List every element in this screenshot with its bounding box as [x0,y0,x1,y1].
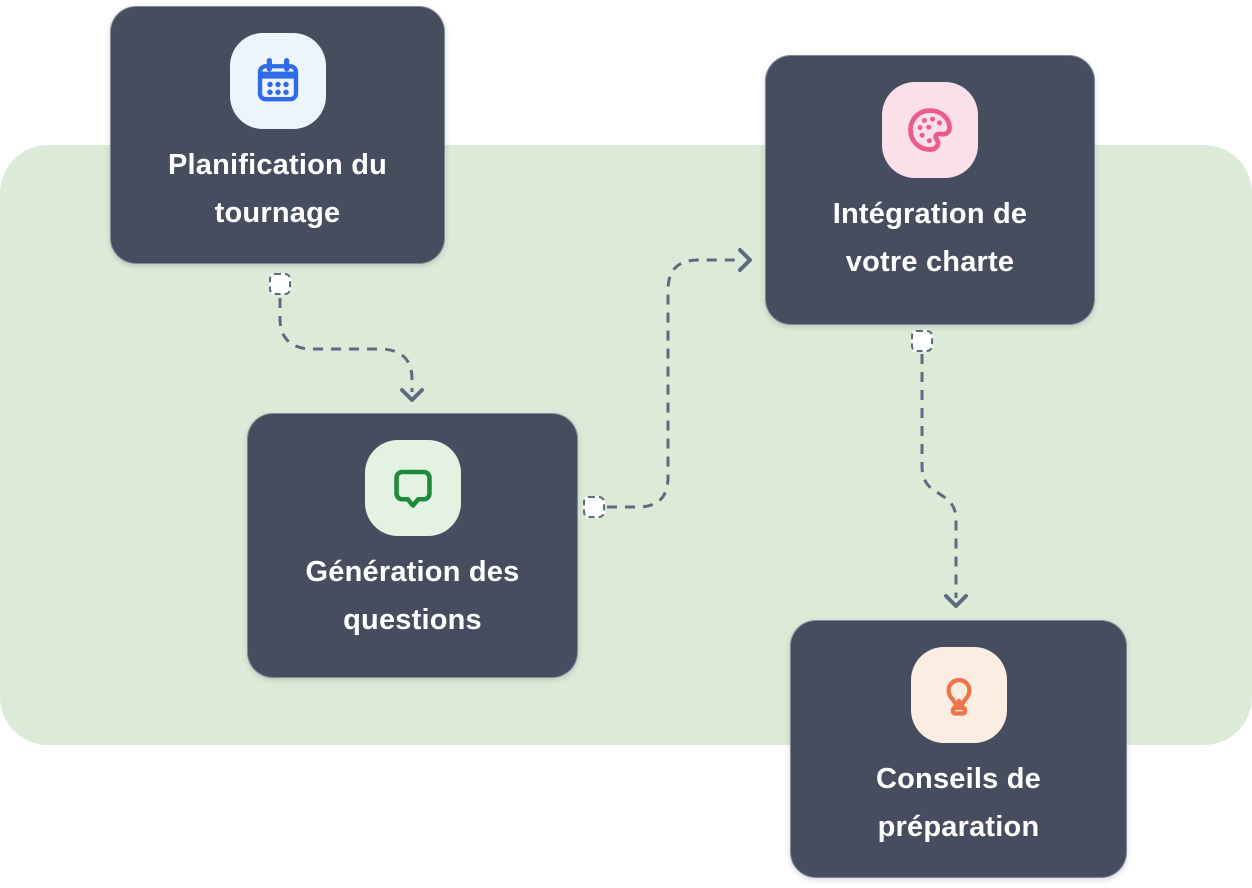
node-title-planification: Planification du tournage [168,141,387,237]
flow-node-conseils[interactable]: Conseils de préparation [790,620,1127,878]
title-line: tournage [214,197,341,229]
flow-node-integration[interactable]: Intégration de votre charte [765,55,1095,325]
title-line: votre charte [845,246,1015,278]
title-line: Conseils de [876,763,1041,795]
connection-handle-integration-bottom[interactable] [911,330,933,352]
calendar-icon [229,33,326,129]
title-line: Planification du [167,149,388,181]
flow-node-generation[interactable]: Génération des questions [247,413,578,678]
chat-bubble-icon [364,440,461,536]
connection-handle-planification-bottom[interactable] [269,273,291,295]
title-line: Intégration de [832,198,1028,230]
title-line: Génération des [305,556,520,588]
connection-handle-generation-right[interactable] [583,496,605,518]
lightbulb-icon [910,647,1007,743]
node-title-generation: Génération des questions [306,548,520,644]
node-title-integration: Intégration de votre charte [833,190,1028,286]
title-line: questions [343,604,482,636]
palette-icon [882,82,978,178]
flow-node-planification[interactable]: Planification du tournage [110,6,445,264]
title-line: préparation [877,811,1040,843]
node-title-conseils: Conseils de préparation [876,755,1041,851]
